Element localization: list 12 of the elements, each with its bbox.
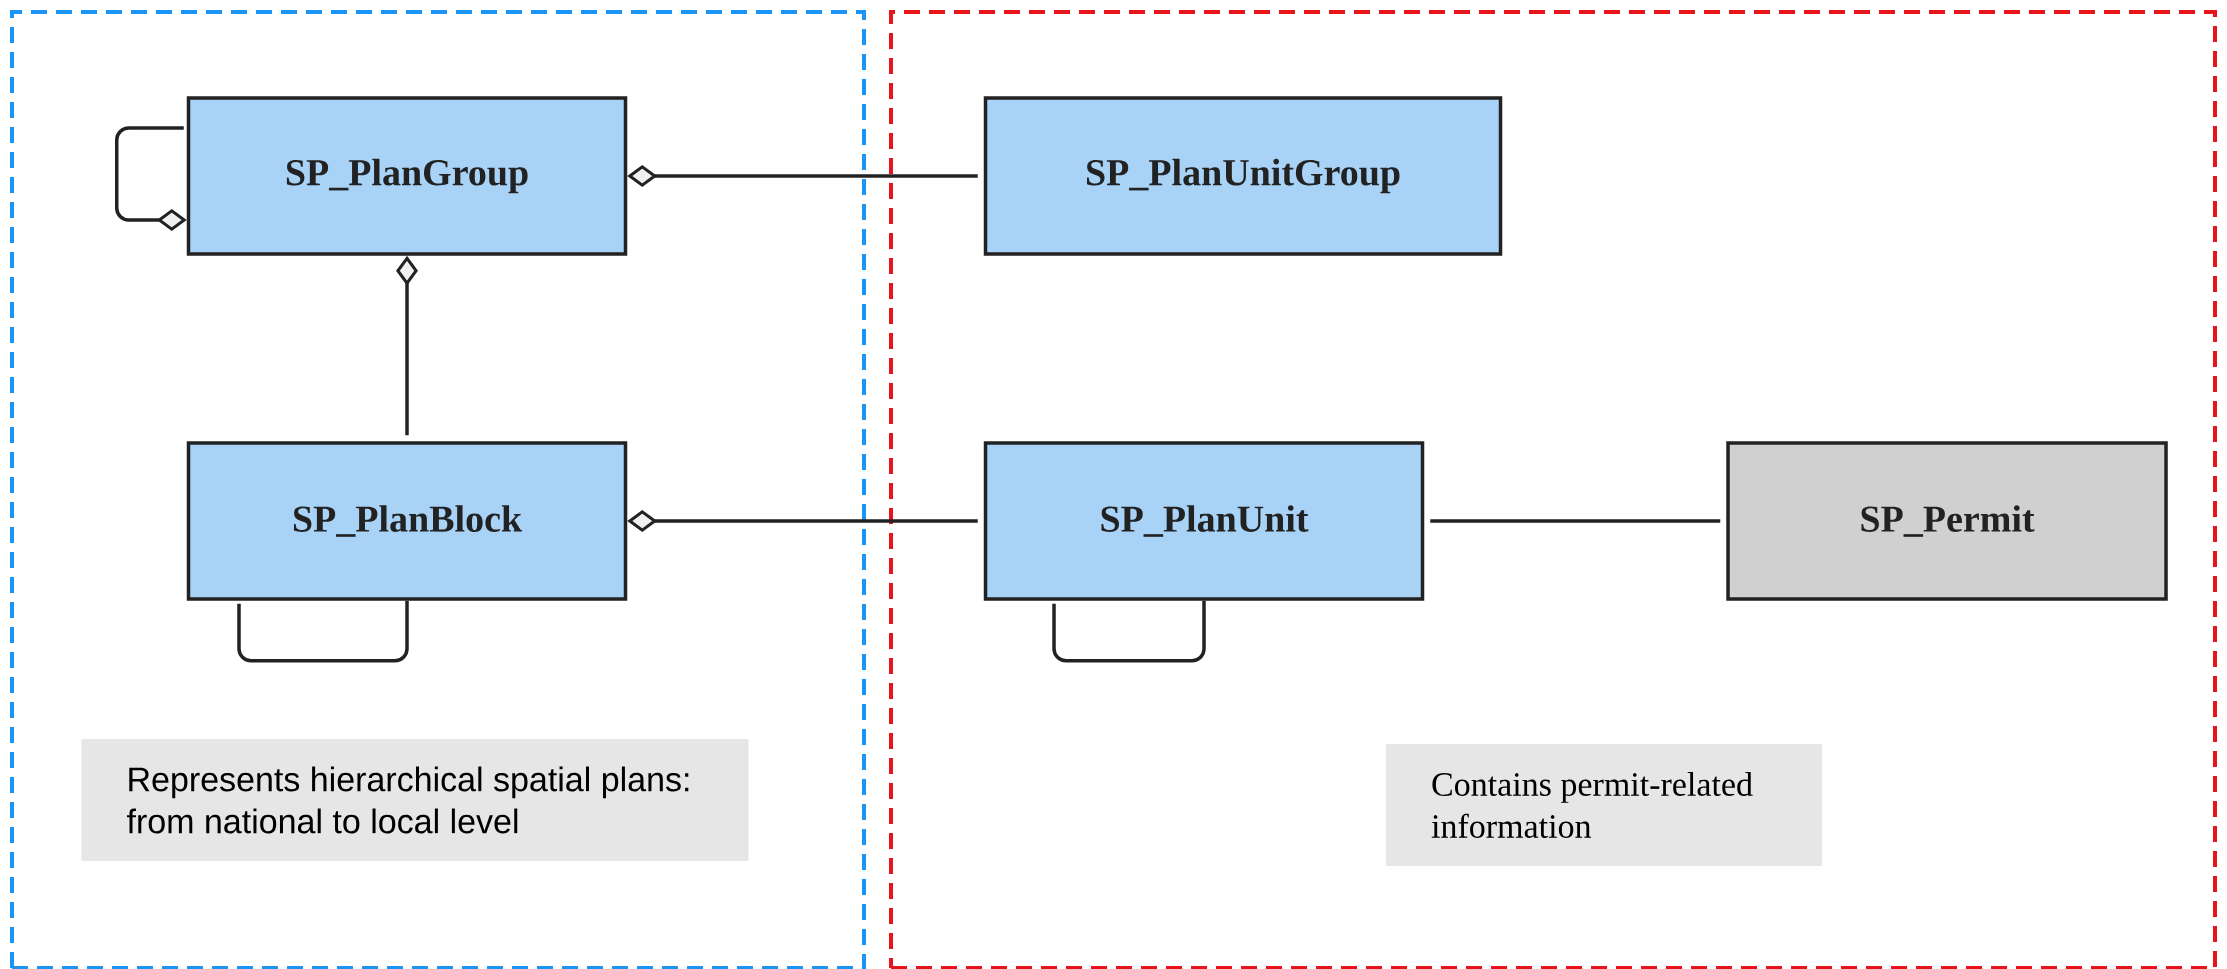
class-box: SP_PlanGroup [186, 96, 628, 256]
class-box: SP_PlanUnitGroup [983, 96, 1503, 256]
association-line [1052, 600, 1206, 663]
region-frame [10, 10, 866, 969]
class-box: SP_Permit [1726, 441, 2168, 601]
class-box: SP_PlanUnit [983, 441, 1425, 601]
region-frame [889, 10, 2218, 969]
note-box: Contains permit-related information [1386, 744, 1822, 866]
class-box: SP_PlanBlock [186, 441, 628, 601]
association-line [237, 600, 409, 663]
association-line [1430, 519, 1721, 523]
note-box: Represents hierarchical spatial plans: from national to local level [81, 739, 749, 861]
